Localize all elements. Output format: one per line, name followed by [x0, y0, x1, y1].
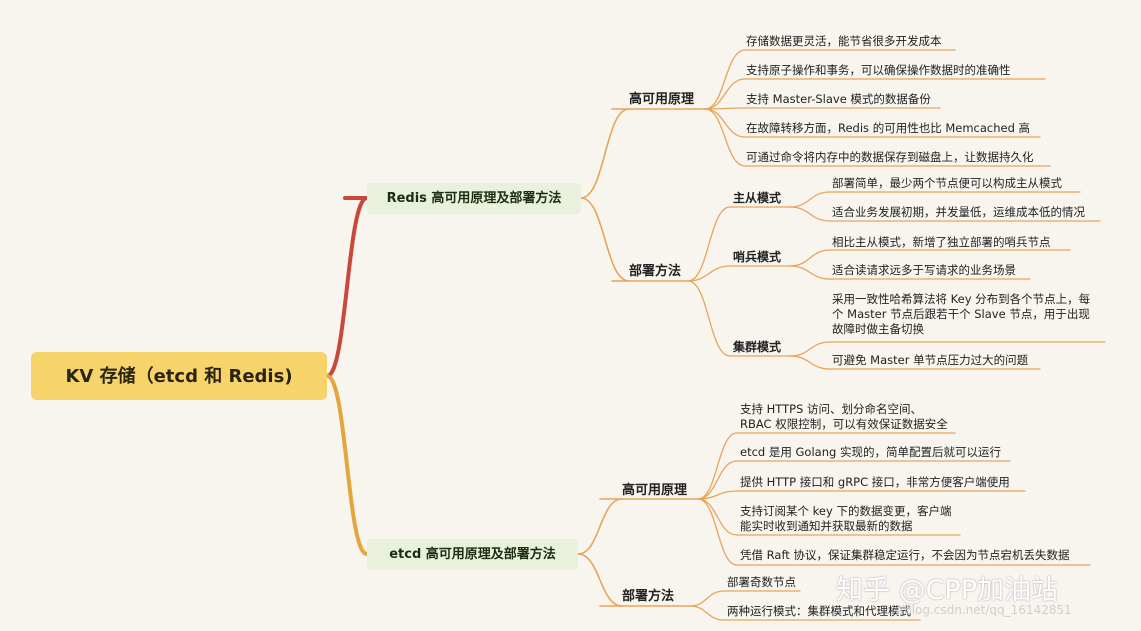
connector-etcd-ha-item: [697, 498, 738, 536]
redis-ha-item: 支持原子操作和事务，可以确保操作数据时的准确性: [746, 63, 1011, 77]
connector-root-etcd: [325, 374, 369, 556]
etcd-ha-item: etcd 是用 Golang 实现的，简单配置后就可以运行: [740, 445, 1001, 459]
connector-etcd-ha-item: [697, 490, 738, 500]
connector-redis-ha-item: [704, 49, 746, 110]
connector-redis-deploy: [580, 197, 630, 282]
connector-redis-mode-item: [789, 265, 831, 280]
etcd-deploy-item: 两种运行模式：集群模式和代理模式: [727, 604, 911, 618]
watermark-text: 知乎 @CPP加油站: [836, 575, 1058, 606]
redis-ha-label[interactable]: 高可用原理: [629, 92, 695, 107]
redis-mode-master-slave[interactable]: 主从模式: [733, 191, 782, 205]
redis-ha-item: 存储数据更灵活，能节省很多开发成本: [746, 34, 942, 48]
branch-redis[interactable]: Redis 高可用原理及部署方法: [367, 183, 581, 214]
redis-mode-item: 适合读请求远多于写请求的业务场景: [832, 263, 1016, 277]
connector-redis-mode-item: [789, 341, 831, 357]
etcd-ha-item: 支持 HTTPS 访问、划分命名空间、 RBAC 权限控制，可以有效保证数据安全: [740, 402, 948, 431]
connector-redis-ha: [580, 108, 630, 199]
etcd-ha-item: 支持订阅某个 key 下的数据变更，客户端 能实时收到通知并获取最新的数据: [740, 504, 952, 533]
redis-deploy-label[interactable]: 部署方法: [629, 264, 682, 279]
root-node[interactable]: KV 存储（etcd 和 Redis): [31, 352, 327, 400]
branch-etcd[interactable]: etcd 高可用原理及部署方法: [367, 539, 578, 570]
etcd-ha-item: 提供 HTTP 接口和 gRPC 接口，非常方便客户端使用: [740, 475, 1010, 489]
connector-redis-mode-item: [789, 355, 831, 370]
redis-ha-item: 在故障转移方面，Redis 的可用性也比 Memcached 高: [746, 121, 1031, 135]
connector-root-redis: [325, 196, 369, 378]
connector-etcd-deploy-item: [689, 605, 725, 621]
etcd-deploy-item: 部署奇数节点: [727, 575, 796, 589]
connector-redis-ha-item: [704, 108, 746, 167]
redis-ha-item: 可通过命令将内存中的数据保存到磁盘上，让数据持久化: [746, 150, 1034, 164]
connector-etcd-ha-item: [697, 460, 738, 500]
redis-mode-item: 部署简单，最少两个节点便可以构成主从模式: [832, 176, 1062, 190]
connector-redis-mode-item: [789, 206, 831, 222]
etcd-ha-item: 凭借 Raft 协议，保证集群稳定运行，不会因为节点宕机丢失数据: [740, 548, 1070, 562]
connector-etcd-ha: [577, 498, 623, 555]
redis-mode-item: 可避免 Master 单节点压力过大的问题: [832, 353, 1029, 367]
redis-mode-sentinel[interactable]: 哨兵模式: [733, 250, 782, 264]
connector-etcd-ha-item: [697, 432, 738, 500]
connector-redis-ha-item: [704, 108, 746, 138]
connector-redis-mode-item: [789, 249, 831, 267]
redis-ha-item: 支持 Master-Slave 模式的数据备份: [746, 92, 931, 106]
redis-mode-cluster[interactable]: 集群模式: [733, 340, 782, 354]
redis-mode-item: 采用一致性哈希算法将 Key 分布到各个节点上，每 个 Master 节点后跟若…: [832, 292, 1091, 336]
connector-redis-mode-item: [789, 191, 831, 208]
redis-mode-item: 适合业务发展初期，并发量低，运维成本低的情况: [832, 205, 1085, 219]
redis-mode-item: 相比主从模式，新增了独立部署的哨兵节点: [832, 235, 1051, 249]
connector-redis-mode: [687, 280, 731, 357]
connector-redis-mode: [687, 206, 731, 282]
connector-redis-ha-item: [704, 78, 746, 110]
etcd-ha-label[interactable]: 高可用原理: [622, 483, 688, 498]
connector-etcd-deploy: [577, 553, 623, 607]
connector-etcd-ha-item: [697, 498, 738, 566]
etcd-deploy-label[interactable]: 部署方法: [622, 589, 675, 604]
connector-etcd-deploy-item: [689, 590, 725, 607]
watermark-url: //blog.csdn.net/qq_16142851: [896, 603, 1072, 617]
connector-redis-mode: [687, 265, 731, 282]
